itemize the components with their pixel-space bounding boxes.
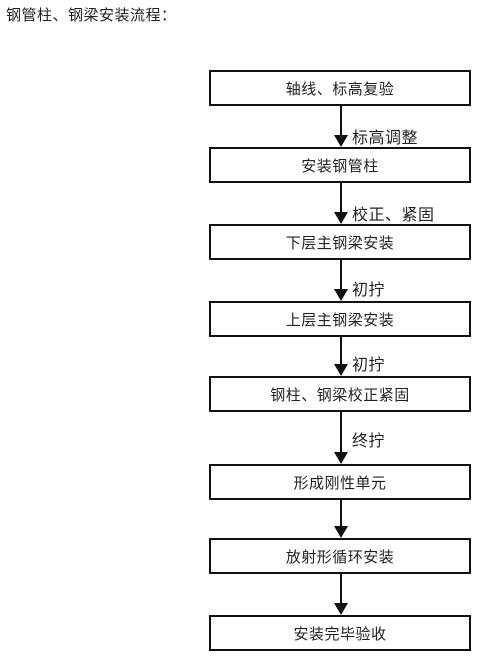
flow-arrow (332, 260, 352, 301)
connector-label: 校正、紧固 (352, 205, 435, 224)
step-box: 上层主钢梁安装 (209, 301, 471, 337)
step-box: 安装完毕验收 (209, 615, 471, 651)
diagram-heading: 钢管柱、钢梁安装流程： (6, 6, 177, 24)
flow-arrow (332, 337, 352, 376)
connector-label: 终拧 (352, 431, 386, 450)
flow-arrow (332, 412, 352, 464)
step-box: 钢柱、钢梁校正紧固 (209, 376, 471, 412)
connector-label: 初拧 (352, 355, 386, 374)
flow-arrow (332, 106, 352, 147)
step-box: 放射形循环安装 (209, 538, 471, 574)
flow-arrow (332, 574, 352, 615)
step-box: 安装钢管柱 (209, 147, 471, 183)
connector-label: 初拧 (352, 280, 386, 299)
flow-arrow (332, 183, 352, 224)
flow-arrow (332, 500, 352, 538)
step-box: 形成刚性单元 (209, 464, 471, 500)
step-box: 下层主钢梁安装 (209, 224, 471, 260)
step-box: 轴线、标高复验 (209, 70, 471, 106)
connector-label: 标高调整 (352, 128, 419, 147)
